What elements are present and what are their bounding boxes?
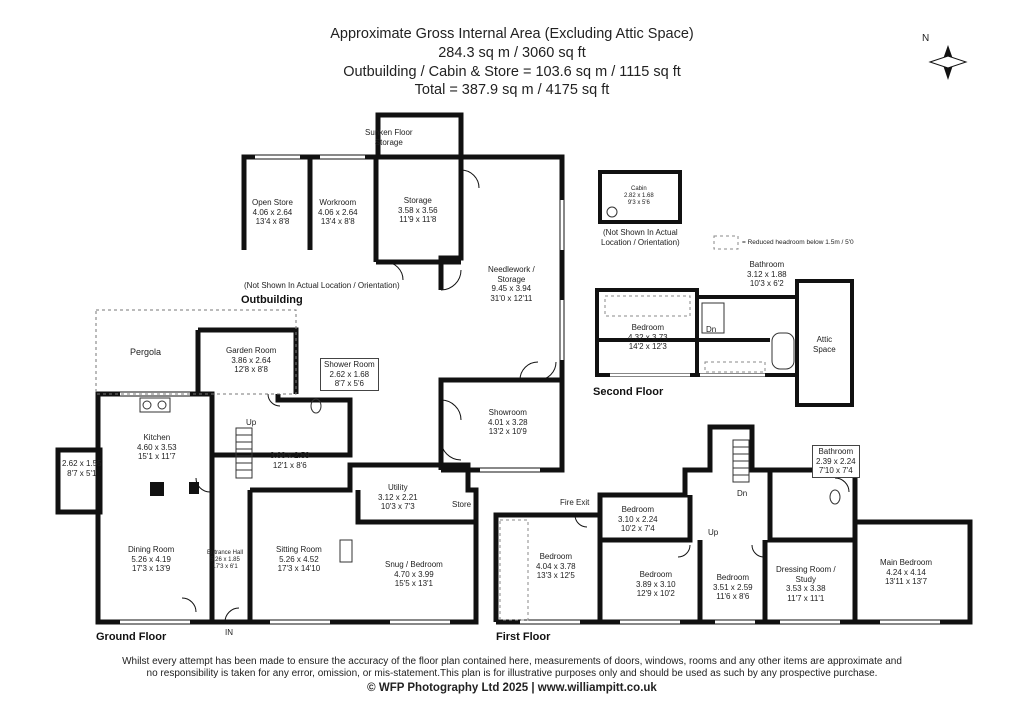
disclaimer-line1: Whilst every attempt has been made to en…: [122, 656, 902, 667]
second-floor-walls: [595, 279, 854, 407]
compass-north-label: N: [922, 33, 930, 44]
kitchen-range: [139, 397, 171, 413]
first-floor-title: First Floor: [496, 631, 551, 643]
legend-swatch: [713, 235, 739, 250]
first-floor-walls: [493, 424, 973, 625]
area-outbuilding: Outbuilding / Cabin & Store = 103.6 sq m…: [343, 64, 681, 80]
outbuilding-note: (Not Shown In Actual Location / Orientat…: [244, 281, 400, 290]
stairs-up-first: Up: [708, 528, 719, 537]
area-main-house: 284.3 sq m / 3060 sq ft: [438, 45, 586, 61]
stairs-dn-second: Dn: [706, 325, 717, 334]
fire-exit-label: Fire Exit: [560, 498, 590, 507]
ground-floor-title: Ground Floor: [96, 631, 167, 643]
entrance-marker: IN: [225, 628, 233, 637]
compass-rose: [928, 45, 968, 80]
area-total: Total = 387.9 sq m / 4175 sq ft: [414, 82, 610, 98]
stairs-dn-first: Dn: [737, 489, 748, 498]
cabin-walls: [598, 170, 682, 224]
room-store: Store: [452, 500, 472, 509]
copyright: © WFP Photography Ltd 2025 | www.william…: [367, 682, 657, 694]
outbuilding-title: Outbuilding: [241, 294, 303, 306]
ground-stairs: [235, 427, 253, 479]
area-title: Approximate Gross Internal Area (Excludi…: [330, 26, 694, 42]
pergola-outline: [95, 309, 297, 395]
disclaimer-line2: no responsibility is taken for any error…: [146, 668, 878, 679]
second-stairs: [701, 302, 725, 334]
stairs-up-ground: Up: [246, 418, 257, 427]
bath-second: [771, 332, 795, 370]
headroom-legend: = Reduced headroom below 1.5m / 5'0: [742, 239, 854, 246]
second-floor-title: Second Floor: [593, 386, 664, 398]
area-pergola: Pergola: [130, 347, 162, 357]
